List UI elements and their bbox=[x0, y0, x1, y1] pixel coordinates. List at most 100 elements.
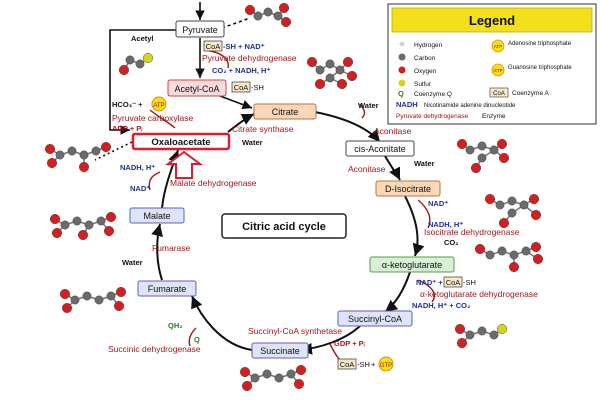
cofactor-acetyl-coa-sh: -SH bbox=[251, 83, 264, 92]
arc-oxaloacetate-to-citrate bbox=[227, 113, 255, 133]
oxygen-atom bbox=[52, 227, 63, 238]
node-d-isocitrate-label: D-Isocitrate bbox=[385, 184, 431, 194]
legend-atp-symbol: ATP bbox=[494, 44, 502, 49]
node-d-isocitrate[interactable]: D-Isocitrate bbox=[375, 180, 441, 197]
node-citrate[interactable]: Citrate bbox=[253, 103, 317, 120]
oxygen-atom bbox=[343, 57, 354, 68]
oxygen-atom bbox=[279, 2, 290, 14]
legend-nadh-label: Nicotinamide adenine dinucleotide bbox=[424, 103, 516, 109]
enzyme-fumarase: Fumarase bbox=[152, 243, 191, 253]
arc-isocitrate-to-akg bbox=[404, 195, 425, 257]
legend-atp-label: Adenosine triphosphate bbox=[508, 41, 572, 47]
cofactor-akg-coa: CoA bbox=[443, 276, 463, 288]
node-acetyl-coa[interactable]: Acetyl-CoA bbox=[167, 79, 227, 97]
cofactor-gdp-pi: GDP + Pᵢ bbox=[334, 339, 365, 348]
carbon-atom bbox=[96, 216, 106, 226]
legend-coa-label: Coenzyme A bbox=[512, 90, 550, 97]
oxygen-atom bbox=[529, 193, 540, 204]
carbon-atom bbox=[477, 153, 487, 163]
oxygen-atom bbox=[60, 289, 71, 300]
node-fumarate-label: Fumarate bbox=[148, 284, 187, 294]
node-acetyl-coa-box bbox=[167, 79, 227, 97]
legend-atp-icon: ATP bbox=[491, 39, 505, 53]
oxygen-atom bbox=[455, 324, 466, 335]
oxygen-atom bbox=[457, 138, 468, 149]
node-cis-aconitate[interactable]: cis-Aconitate bbox=[345, 140, 415, 157]
cofactor-pdh-coa-text: CoA bbox=[206, 42, 221, 51]
cofactor-qh2: QH₂ bbox=[168, 321, 183, 330]
node-alpha-ketoglutarate[interactable]: α-ketoglutarate bbox=[369, 256, 455, 273]
atp-icon-disc bbox=[151, 96, 167, 112]
node-alpha-ketoglutarate-box bbox=[369, 256, 455, 273]
node-oxaloacetate[interactable]: Oxaloacetate bbox=[131, 132, 231, 151]
dashed-pyruvate-link bbox=[221, 17, 251, 29]
legend-enzyme-symbol: Pyruvate dehydrogenase bbox=[396, 113, 469, 120]
carbon-atom bbox=[315, 65, 325, 75]
cofactor-labels: Acetyl CoA -SH + NAD⁺ CO₂ + NADH, H⁺ CoA… bbox=[112, 34, 476, 372]
cofactor-pdh-coa: CoA bbox=[203, 40, 223, 52]
node-malate-label: Malate bbox=[143, 211, 170, 221]
molecule-malate bbox=[50, 211, 116, 240]
legend-q-symbol: Q bbox=[398, 89, 404, 98]
cofactor-water-citrate-synthase: Water bbox=[242, 138, 263, 147]
center-title-box bbox=[221, 213, 347, 239]
arc-succinic-dh bbox=[188, 327, 197, 347]
arc-citrate-to-cis-aconitate bbox=[314, 111, 381, 143]
legend-hydrogen-swatch bbox=[399, 41, 405, 47]
node-pyruvate[interactable]: Pyruvate bbox=[175, 20, 225, 38]
carbon-atom bbox=[521, 246, 531, 256]
oxygen-atom bbox=[485, 193, 496, 204]
carbon-atom bbox=[125, 55, 135, 65]
dotted-oxaloacetate-link bbox=[94, 141, 133, 161]
oxygen-atom bbox=[281, 17, 292, 28]
node-cis-aconitate-label: cis-Aconitate bbox=[354, 144, 406, 154]
node-malate[interactable]: Malate bbox=[129, 207, 185, 224]
molecule-succinate bbox=[239, 365, 307, 392]
oxygen-atom bbox=[531, 241, 542, 252]
molecule-fumarate bbox=[60, 287, 126, 314]
enzyme-aconitase-1: Aconitase bbox=[374, 126, 412, 136]
arc-akg-dh bbox=[417, 279, 436, 303]
carbon-atom bbox=[84, 220, 94, 230]
cofactor-nadh-co2-akg: NADH, H⁺ + CO₂ bbox=[412, 301, 470, 310]
legend-sulfur-swatch bbox=[398, 79, 406, 87]
oxygen-atom bbox=[77, 229, 88, 240]
atp-icon-text: ATP bbox=[153, 103, 164, 109]
cofactor-succinate-coa: CoA bbox=[337, 358, 357, 370]
molecule-illustrations bbox=[45, 2, 544, 392]
carbon-atom bbox=[250, 373, 260, 383]
carbon-atom bbox=[286, 369, 296, 379]
molecule-citrate bbox=[307, 57, 358, 89]
oxygen-atom bbox=[475, 243, 486, 254]
oxygen-atom bbox=[337, 78, 348, 89]
oxygen-atom bbox=[239, 367, 250, 378]
highlight-arrow-icon bbox=[165, 150, 203, 179]
arc-isocitrate-dh bbox=[417, 199, 431, 229]
carbon-atom bbox=[465, 330, 475, 340]
cofactor-succinate-plus: + bbox=[371, 360, 376, 369]
node-citrate-box bbox=[253, 103, 317, 120]
legend-gtp-icon: GTP bbox=[491, 63, 505, 77]
cofactor-nadh-malate: NADH, H⁺ bbox=[120, 163, 155, 172]
node-succinate[interactable]: Succinate bbox=[251, 342, 309, 359]
oxygen-atom bbox=[241, 381, 252, 392]
node-pyruvate-box bbox=[175, 20, 225, 38]
oxygen-atom bbox=[50, 213, 61, 224]
carbon-atom bbox=[465, 145, 475, 155]
carbon-atom bbox=[82, 291, 92, 301]
cofactor-water-aconitase-1: Water bbox=[358, 101, 379, 110]
cofactor-hco3: HCO₃⁻ + bbox=[112, 100, 143, 109]
molecule-pyruvate bbox=[244, 2, 292, 28]
entry-arrows bbox=[94, 2, 253, 161]
carbon-atom bbox=[477, 141, 487, 151]
carbon-atom bbox=[519, 200, 529, 210]
arc-malate-dh bbox=[148, 171, 161, 191]
node-succinyl-coa[interactable]: Succinyl-CoA bbox=[337, 310, 413, 327]
legend-gtp-symbol: GTP bbox=[493, 68, 502, 73]
carbon-atom bbox=[507, 196, 517, 206]
cofactor-succinate-coa-box bbox=[337, 358, 357, 370]
node-fumarate[interactable]: Fumarate bbox=[137, 280, 197, 297]
carbon-atom bbox=[489, 145, 499, 155]
cofactor-akg-coa-text: CoA bbox=[446, 278, 461, 287]
